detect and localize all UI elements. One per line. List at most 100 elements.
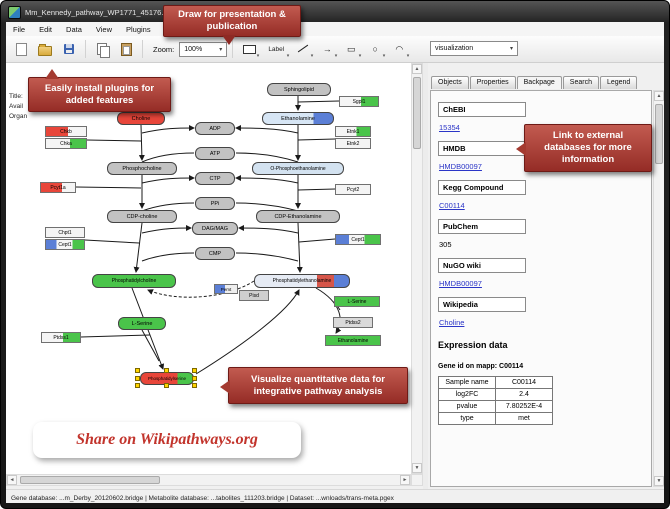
backpage-section-wikipedia: Wikipedia [438, 297, 526, 312]
pathway-node[interactable]: Ptdss2 [333, 317, 373, 328]
backpage-section-hmdb: HMDB [438, 141, 526, 156]
pathway-node[interactable]: Cept1 [335, 234, 381, 245]
backpage-link-hmdb[interactable]: HMDB00097 [439, 162, 482, 171]
pathway-node[interactable]: Phosphatidylethanolamine [254, 274, 350, 288]
pathway-node[interactable]: Etnk2 [335, 138, 371, 149]
pathway-node[interactable]: L-Serine [334, 296, 380, 307]
callout-text: Visualize quantitative data for integrat… [251, 373, 385, 397]
selection-handle[interactable] [135, 368, 140, 373]
scroll-down-icon[interactable] [654, 476, 664, 486]
pathway-node[interactable]: Chkb [45, 126, 87, 137]
arrow-tool-button[interactable] [316, 38, 338, 60]
pathway-node[interactable]: Etnk1 [335, 126, 371, 137]
scroll-thumb[interactable] [20, 476, 160, 484]
copy-button[interactable] [91, 38, 113, 60]
scroll-thumb[interactable] [413, 77, 421, 149]
canvas-horizontal-scrollbar[interactable] [6, 474, 411, 486]
title-bar[interactable]: Mm_Kennedy_pathway_WP1771_45176.gpml [8, 4, 662, 21]
backpage-section-chebi: ChEBI [438, 102, 526, 117]
pathway-node[interactable]: PPi [195, 197, 235, 210]
pathway-node[interactable]: Ethanolamine [325, 335, 381, 346]
pathway-node[interactable]: CDP-choline [107, 210, 177, 223]
panel-splitter[interactable] [423, 63, 428, 489]
menu-data[interactable]: Data [66, 24, 82, 34]
pathway-node[interactable]: Chpt1 [45, 227, 85, 238]
selection-handle[interactable] [135, 383, 140, 388]
backpage-section-kegg: Kegg Compound [438, 180, 526, 195]
paste-button[interactable] [115, 38, 137, 60]
pathway-edges [75, 96, 342, 375]
pathway-node[interactable]: CDP-Ethanolamine [256, 210, 340, 223]
visualization-combobox[interactable]: visualization [430, 41, 518, 56]
selection-handle[interactable] [192, 376, 197, 381]
pathway-canvas[interactable]: Title: Avail Organ Sphingolipid Ethanola… [6, 63, 412, 474]
selection-handle[interactable] [164, 383, 169, 388]
pathway-node[interactable]: Chka [45, 138, 87, 149]
status-bar: Gene database: ...m_Derby_20120602.bridg… [6, 489, 664, 503]
tab-search[interactable]: Search [562, 76, 599, 89]
pathway-node[interactable]: Sphingolipid [267, 83, 331, 96]
selection-handle[interactable] [192, 368, 197, 373]
expression-table: Sample name C00114 log2FC 2.4 pvalue 7.8… [438, 376, 553, 425]
rectangle-tool-button[interactable] [340, 38, 362, 60]
pathway-node[interactable]: CMP [195, 247, 235, 260]
save-button[interactable] [58, 38, 80, 60]
canvas-vertical-scrollbar[interactable] [411, 63, 423, 474]
menu-file[interactable]: File [13, 24, 26, 34]
tab-backpage[interactable]: Backpage [516, 76, 562, 89]
menu-edit[interactable]: Edit [39, 24, 53, 34]
side-panel: Objects Properties Backpage Search Legen… [428, 63, 664, 489]
scroll-up-icon[interactable] [654, 91, 664, 101]
pathway-node[interactable]: Pisd [239, 290, 269, 301]
zoom-combobox[interactable]: 100% [179, 41, 228, 57]
pathway-node[interactable]: CTP [195, 172, 235, 185]
backpage-link-wikipedia[interactable]: Choline [439, 318, 465, 327]
scroll-thumb[interactable] [655, 104, 663, 164]
menu-plugins[interactable]: Plugins [126, 24, 151, 34]
open-file-button[interactable] [34, 38, 56, 60]
scroll-left-icon[interactable] [7, 475, 17, 485]
line-tool-button[interactable] [292, 38, 314, 60]
selection-handle[interactable] [164, 368, 169, 373]
callout-pointer-icon [516, 142, 526, 156]
pathway-node[interactable]: Pcyt2 [335, 184, 371, 195]
paste-icon [120, 42, 132, 56]
pathway-node[interactable]: Cept1 [45, 239, 85, 250]
label-tool-button[interactable]: Label [262, 38, 290, 60]
arc-tool-button[interactable] [388, 38, 410, 60]
tab-properties[interactable]: Properties [469, 76, 516, 89]
scroll-down-icon[interactable] [412, 463, 422, 473]
open-folder-icon [38, 43, 52, 56]
pathway-node[interactable]: Sgpl1 [339, 96, 379, 107]
scroll-right-icon[interactable] [400, 475, 410, 485]
pathway-node[interactable]: Pemt [214, 284, 238, 294]
tab-objects[interactable]: Objects [431, 76, 469, 89]
pathway-node[interactable]: Ptdss1 [41, 332, 81, 343]
selection-handle[interactable] [192, 383, 197, 388]
pathway-node[interactable]: Phosphatidylcholine [92, 274, 176, 288]
backpage-link-nugo[interactable]: HMDB00097 [439, 279, 482, 288]
tab-legend[interactable]: Legend [599, 76, 638, 89]
pathway-title-label: Title: [9, 93, 23, 100]
datanode-tool-button[interactable] [238, 38, 260, 60]
pathway-node[interactable]: Ethanolamine [262, 112, 334, 125]
pathway-node[interactable]: ATP [195, 147, 235, 160]
selection-handle[interactable] [135, 376, 140, 381]
pathvisio-logo-icon [8, 6, 21, 19]
pathway-node[interactable]: DAG/MAG [192, 222, 238, 235]
scroll-up-icon[interactable] [412, 64, 422, 74]
new-file-icon [15, 42, 27, 56]
table-row: pvalue 7.80252E-4 [438, 400, 553, 413]
pathway-node[interactable]: Choline [117, 112, 165, 125]
backpage-link-chebi[interactable]: 15354 [439, 123, 460, 132]
ellipse-tool-button[interactable] [364, 38, 386, 60]
panel-scrollbar[interactable] [653, 90, 664, 487]
pathway-node[interactable]: Pcyt1a [40, 182, 76, 193]
new-file-button[interactable] [10, 38, 32, 60]
backpage-link-kegg[interactable]: C00114 [439, 201, 465, 210]
pathway-node[interactable]: L-Serine [118, 317, 166, 330]
menu-view[interactable]: View [95, 24, 112, 34]
pathway-node[interactable]: Phosphocholine [107, 162, 177, 175]
pathway-node[interactable]: O-Phosphoethanolamine [252, 162, 344, 175]
pathway-node[interactable]: ADP [195, 122, 235, 135]
